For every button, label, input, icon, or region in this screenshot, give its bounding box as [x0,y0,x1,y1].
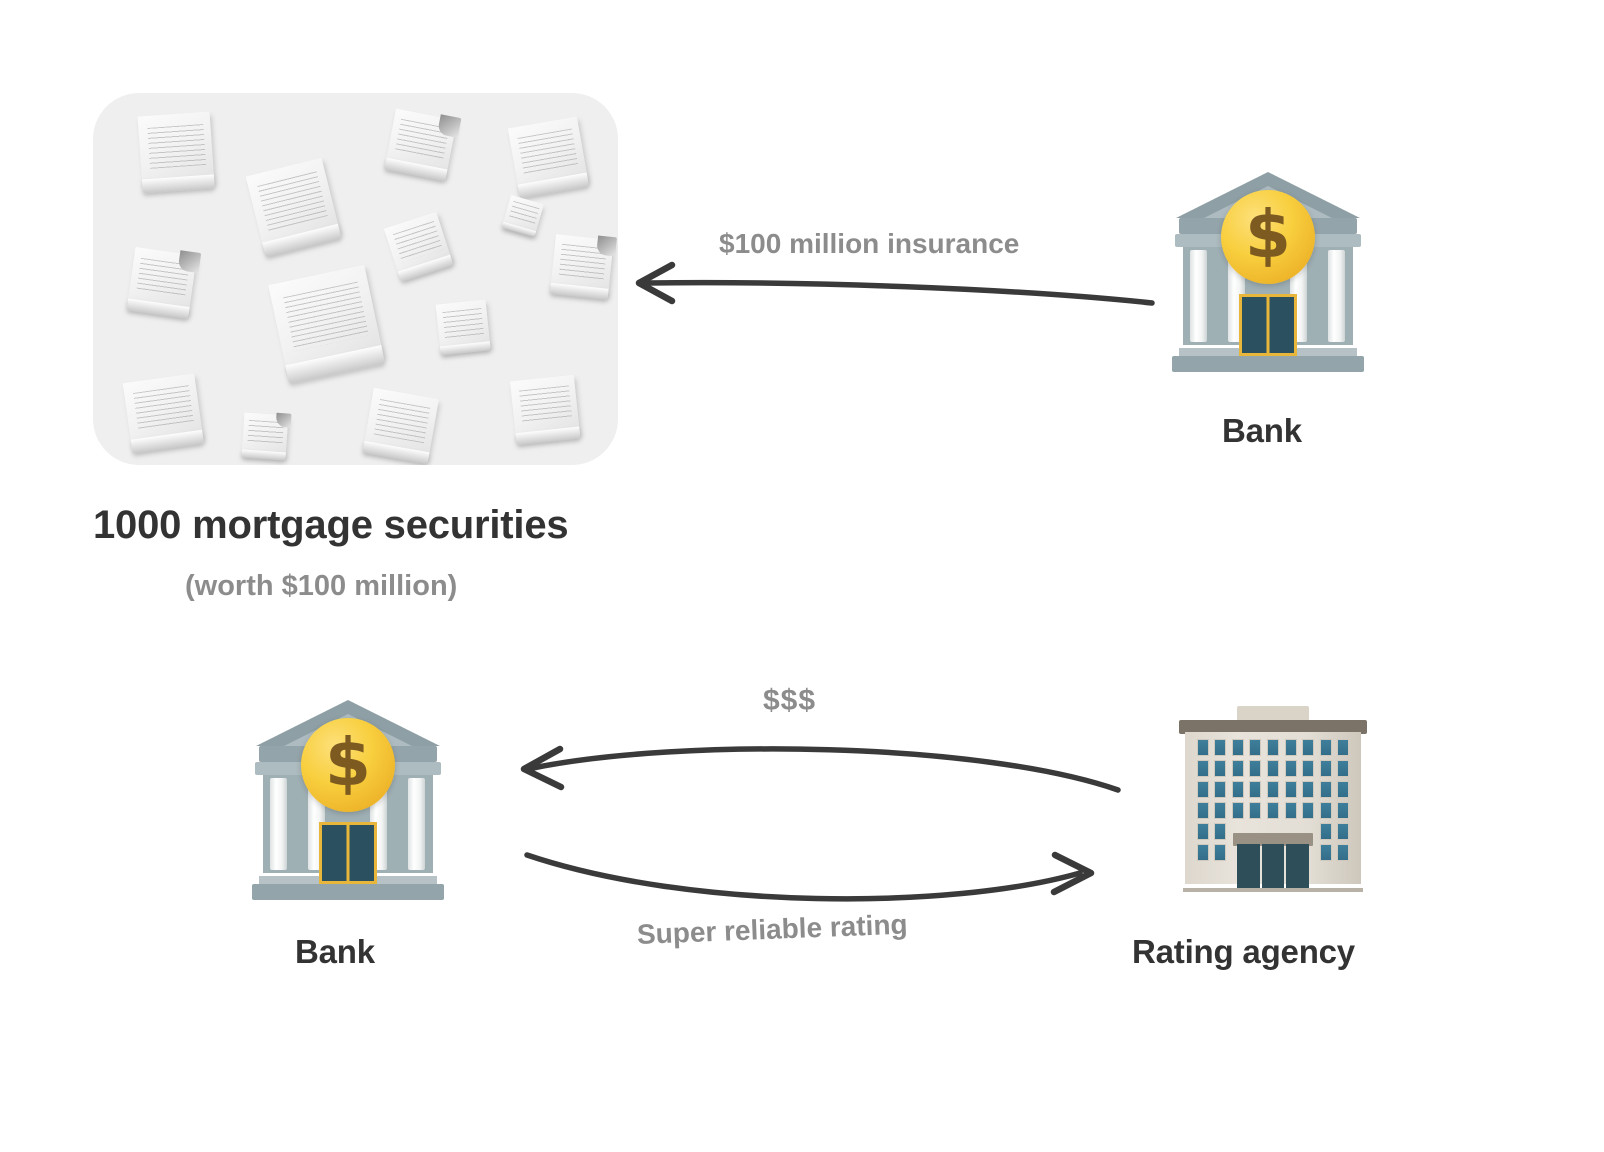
bank-column [408,778,425,870]
bank-base [252,884,444,900]
dollar-coin-icon: $ [301,718,395,812]
securities-subtitle: (worth $100 million) [185,570,458,602]
bank-base [1172,356,1364,372]
money-arrow [520,745,1121,793]
dollar-sign-glyph: $ [1245,196,1291,273]
bank-icon-top: $ [1168,172,1368,372]
rating-agency-label: Rating agency [1132,933,1355,970]
dollar-sign-glyph: $ [325,724,371,801]
dollar-coin-icon: $ [1221,190,1315,284]
bank-door [1239,294,1297,356]
bank-icon-bottom: $ [248,700,448,900]
office-window-grid [1194,739,1352,865]
money-arrow-label: $$$ [763,684,817,717]
insurance-arrow-label: $100 million insurance [719,228,1020,259]
bank-bottom-label: Bank [295,933,375,970]
bank-column [270,778,287,870]
bank-column [1190,250,1207,342]
rating-agency-icon [1178,706,1368,892]
rating-arrow [524,851,1095,902]
office-awning [1233,833,1313,846]
bank-column [1328,250,1345,342]
rating-arrow-label: Super reliable rating [636,908,909,950]
office-plinth [1183,888,1363,892]
securities-title: 1000 mortgage securities [93,503,569,547]
office-entrance-doors [1237,844,1310,890]
bank-top-label: Bank [1222,412,1302,449]
office-penthouse [1237,706,1309,723]
insurance-arrow [635,261,1155,306]
bank-door [319,822,377,884]
office-cornice [1179,720,1367,734]
mortgage-securities-panel [93,93,618,465]
